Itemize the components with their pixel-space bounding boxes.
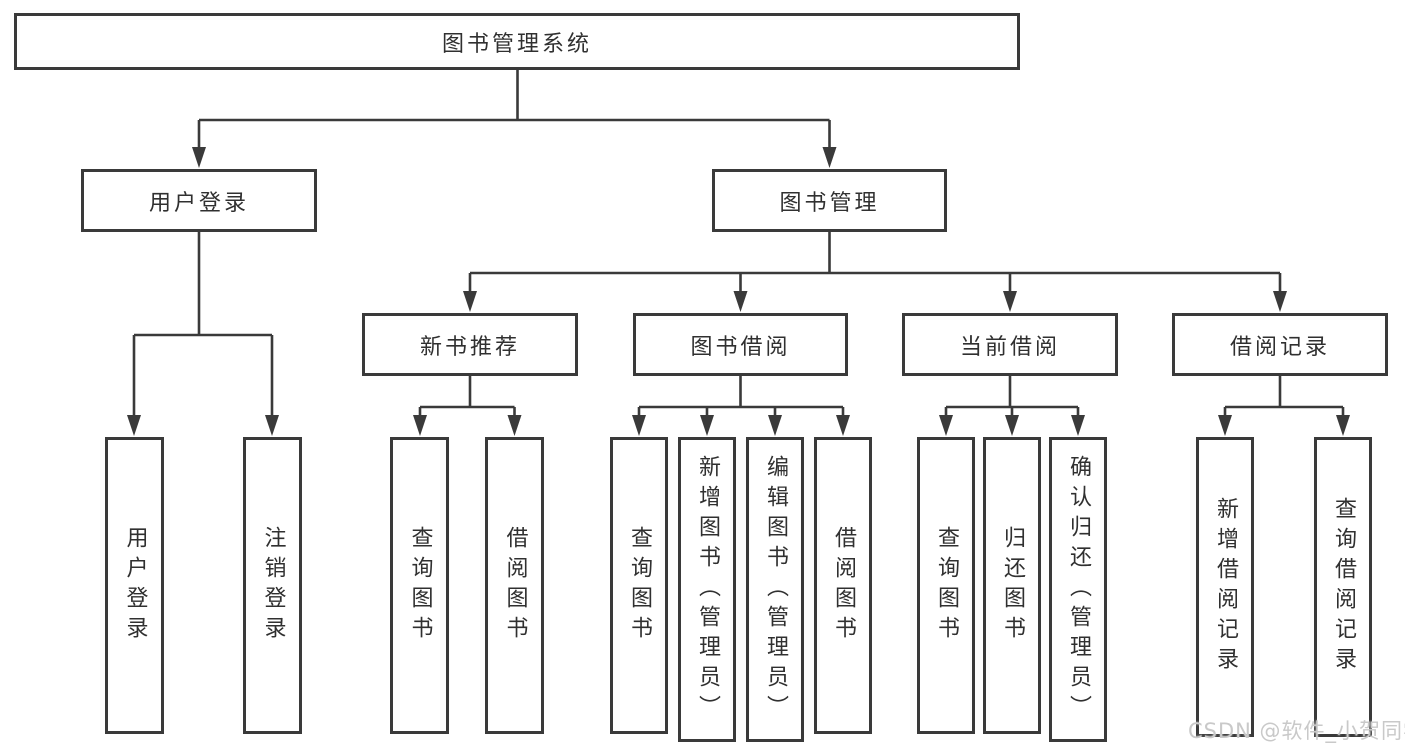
leaf-logout-label: 注销登录 bbox=[260, 525, 286, 646]
node-root-system-label: 图书管理系统 bbox=[441, 31, 592, 57]
connector-current-borrow-children bbox=[939, 376, 1085, 436]
node-new-books: 新书推荐 bbox=[362, 313, 578, 376]
leaf-bookborrow-borrow-label: 借阅图书 bbox=[831, 525, 856, 646]
leaf-bookborrow-add-admin-label: 新增图书（管理员） bbox=[695, 454, 720, 725]
leaf-newbooks-borrow: 借阅图书 bbox=[485, 437, 544, 734]
leaf-records-query-label: 查询借阅记录 bbox=[1331, 497, 1356, 677]
leaf-bookborrow-edit-admin: 编辑图书（管理员） bbox=[746, 437, 804, 742]
leaf-records-query: 查询借阅记录 bbox=[1314, 437, 1372, 737]
connector-new-books-children bbox=[413, 376, 522, 436]
csdn-watermark: CSDN @软件_小贺同学 bbox=[1188, 719, 1405, 743]
leaf-records-add: 新增借阅记录 bbox=[1196, 437, 1254, 737]
leaf-currentborrow-confirm-admin-label: 确认归还（管理员） bbox=[1066, 454, 1091, 725]
node-book-mgmt-label: 图书管理 bbox=[779, 190, 880, 216]
node-root-system: 图书管理系统 bbox=[14, 13, 1020, 70]
leaf-currentborrow-return: 归还图书 bbox=[983, 437, 1041, 734]
node-book-mgmt: 图书管理 bbox=[712, 169, 947, 232]
leaf-currentborrow-return-label: 归还图书 bbox=[1000, 525, 1025, 646]
leaf-bookborrow-edit-admin-label: 编辑图书（管理员） bbox=[763, 454, 788, 725]
leaf-user-login-action: 用户登录 bbox=[105, 437, 164, 734]
node-current-borrow: 当前借阅 bbox=[902, 313, 1118, 376]
connector-user-login-children bbox=[127, 232, 279, 436]
leaf-records-add-label: 新增借阅记录 bbox=[1213, 497, 1238, 677]
connector-borrow-records-children bbox=[1218, 376, 1350, 436]
leaf-bookborrow-borrow: 借阅图书 bbox=[814, 437, 872, 734]
node-book-borrow-label: 图书借阅 bbox=[690, 334, 791, 360]
leaf-currentborrow-confirm-admin: 确认归还（管理员） bbox=[1049, 437, 1107, 742]
leaf-newbooks-query: 查询图书 bbox=[390, 437, 449, 734]
node-current-borrow-label: 当前借阅 bbox=[959, 334, 1060, 360]
leaf-bookborrow-add-admin: 新增图书（管理员） bbox=[678, 437, 736, 742]
leaf-user-login-action-label: 用户登录 bbox=[122, 525, 148, 646]
leaf-logout: 注销登录 bbox=[243, 437, 302, 734]
leaf-newbooks-borrow-label: 借阅图书 bbox=[502, 525, 528, 646]
leaf-currentborrow-query: 查询图书 bbox=[917, 437, 975, 734]
leaf-bookborrow-query: 查询图书 bbox=[610, 437, 668, 734]
node-user-login-label: 用户登录 bbox=[148, 190, 249, 216]
node-book-borrow: 图书借阅 bbox=[633, 313, 848, 376]
node-user-login: 用户登录 bbox=[81, 169, 317, 232]
connector-root-to-level2 bbox=[192, 70, 837, 168]
leaf-currentborrow-query-label: 查询图书 bbox=[934, 525, 959, 646]
node-new-books-label: 新书推荐 bbox=[419, 334, 520, 360]
node-borrow-records: 借阅记录 bbox=[1172, 313, 1388, 376]
leaf-newbooks-query-label: 查询图书 bbox=[407, 525, 433, 646]
connector-book-borrow-children bbox=[632, 376, 850, 436]
leaf-bookborrow-query-label: 查询图书 bbox=[627, 525, 652, 646]
connector-book-mgmt-children bbox=[463, 232, 1287, 312]
node-borrow-records-label: 借阅记录 bbox=[1229, 334, 1330, 360]
